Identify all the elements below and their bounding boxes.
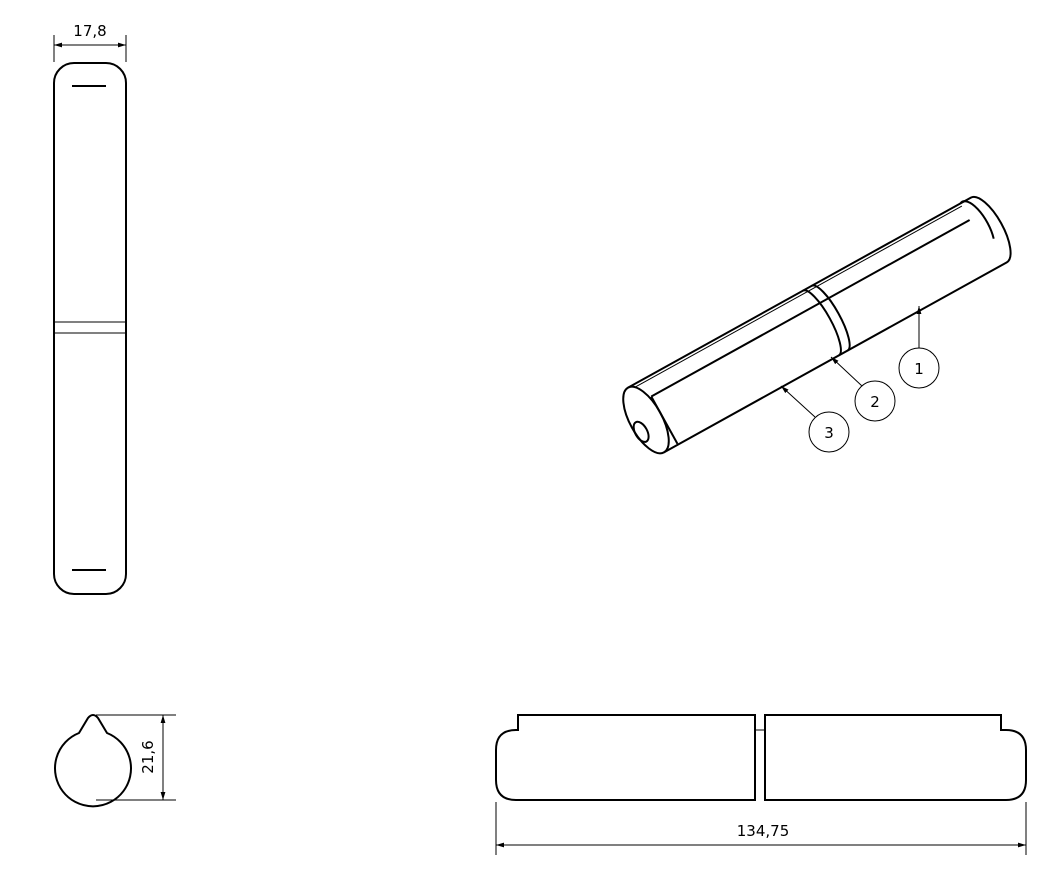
balloon-2 bbox=[830, 356, 896, 422]
dimension-length-label: 134,75 bbox=[737, 822, 790, 840]
balloon-1 bbox=[898, 306, 940, 389]
end-view bbox=[54, 714, 176, 808]
balloon-2-label: 2 bbox=[870, 393, 880, 411]
side-view bbox=[495, 714, 1027, 855]
pin-hole bbox=[632, 420, 650, 443]
dimension-height-label: 21,6 bbox=[139, 740, 157, 773]
front-view bbox=[53, 35, 127, 595]
balloon-1-label: 1 bbox=[914, 360, 924, 378]
balloon-3 bbox=[780, 385, 850, 453]
isometric-view bbox=[622, 195, 1012, 455]
dimension-width-label: 17,8 bbox=[73, 22, 106, 40]
balloon-3-label: 3 bbox=[824, 424, 834, 442]
